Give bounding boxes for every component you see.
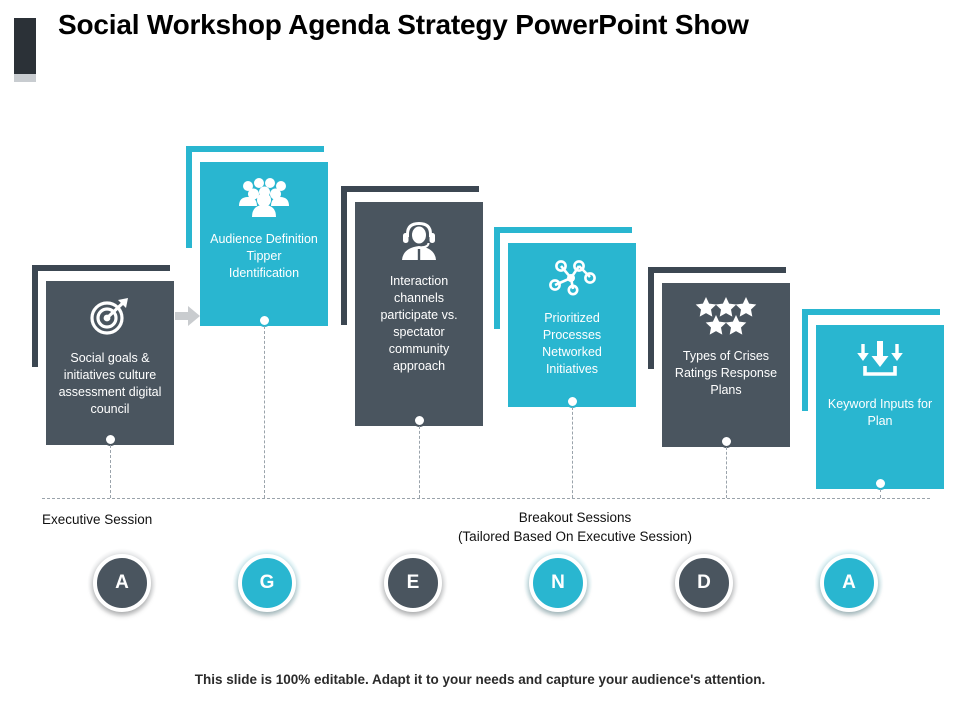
agenda-letter-5[interactable]: D [675, 554, 733, 612]
agenda-letter-1[interactable]: A [93, 554, 151, 612]
step-card-6[interactable]: Keyword Inputs for Plan [816, 325, 944, 489]
step-bracket-6 [802, 309, 940, 411]
step-label-3: Interaction channels participate vs. spe… [380, 274, 458, 373]
headset-agent-icon [398, 216, 440, 265]
title-accent-block [14, 18, 36, 80]
right-arrow-connector [175, 306, 200, 326]
step-card-4[interactable]: Prioritized Processes Networked Initiati… [508, 243, 636, 407]
step-bracket-4 [494, 227, 632, 329]
agenda-letter-text-4: N [551, 572, 565, 593]
agenda-letter-text-3: E [406, 572, 420, 593]
agenda-letter-6[interactable]: A [820, 554, 878, 612]
step-label-5: Types of Crises Ratings Response Plans [674, 349, 778, 397]
step-label-2: Audience Definition Tipper Identificatio… [210, 232, 318, 280]
step-drop-line-5 [726, 447, 727, 498]
step-card-1[interactable]: Social goals & initiatives culture asses… [46, 281, 174, 445]
step-card-3[interactable]: Interaction channels participate vs. spe… [355, 202, 483, 426]
step-label-1: Social goals & initiatives culture asses… [58, 351, 162, 416]
timeline-label-executive: Executive Session [42, 512, 153, 527]
people-group-icon [237, 176, 291, 223]
agenda-letter-text-6: A [842, 572, 856, 593]
agenda-letter-text-2: G [259, 572, 275, 593]
step-card-5[interactable]: Types of Crises Ratings Response Plans [662, 283, 790, 447]
step-bracket-5 [648, 267, 786, 369]
step-drop-line-6 [880, 489, 881, 498]
step-node-dot-2 [257, 313, 271, 327]
title-accent-shadow [14, 74, 36, 82]
footer-note: This slide is 100% editable. Adapt it to… [194, 672, 766, 687]
step-drop-line-3 [419, 426, 420, 498]
step-bracket-3 [341, 186, 479, 325]
agenda-letter-text-1: A [115, 572, 129, 593]
step-drop-line-4 [572, 407, 573, 498]
timeline-axis [42, 498, 930, 499]
agenda-letter-3[interactable]: E [384, 554, 442, 612]
timeline-label-breakout-line2: (Tailored Based On Executive Session) [457, 529, 693, 544]
page-title: Social Workshop Agenda Strategy PowerPoi… [58, 9, 749, 40]
step-node-dot-6 [873, 476, 887, 490]
step-node-dot-1 [103, 432, 117, 446]
agenda-letter-text-5: D [697, 572, 711, 593]
agenda-letter-4[interactable]: N [529, 554, 587, 612]
step-card-2[interactable]: Audience Definition Tipper Identificatio… [200, 162, 328, 326]
step-drop-line-1 [110, 445, 111, 498]
step-node-dot-3 [412, 413, 426, 427]
step-bracket-2 [186, 146, 324, 248]
timeline-label-breakout-line1: Breakout Sessions [518, 510, 632, 525]
step-drop-line-2 [264, 326, 265, 498]
step-label-6: Keyword Inputs for Plan [827, 397, 933, 428]
network-nodes-icon [546, 257, 598, 302]
step-node-dot-4 [565, 394, 579, 408]
five-stars-icon [695, 297, 757, 340]
inputs-tray-icon [855, 339, 905, 388]
step-label-4: Prioritized Processes Networked Initiati… [542, 311, 602, 376]
target-icon [87, 295, 133, 342]
step-node-dot-5 [719, 434, 733, 448]
agenda-letter-2[interactable]: G [238, 554, 296, 612]
step-bracket-1 [32, 265, 170, 367]
